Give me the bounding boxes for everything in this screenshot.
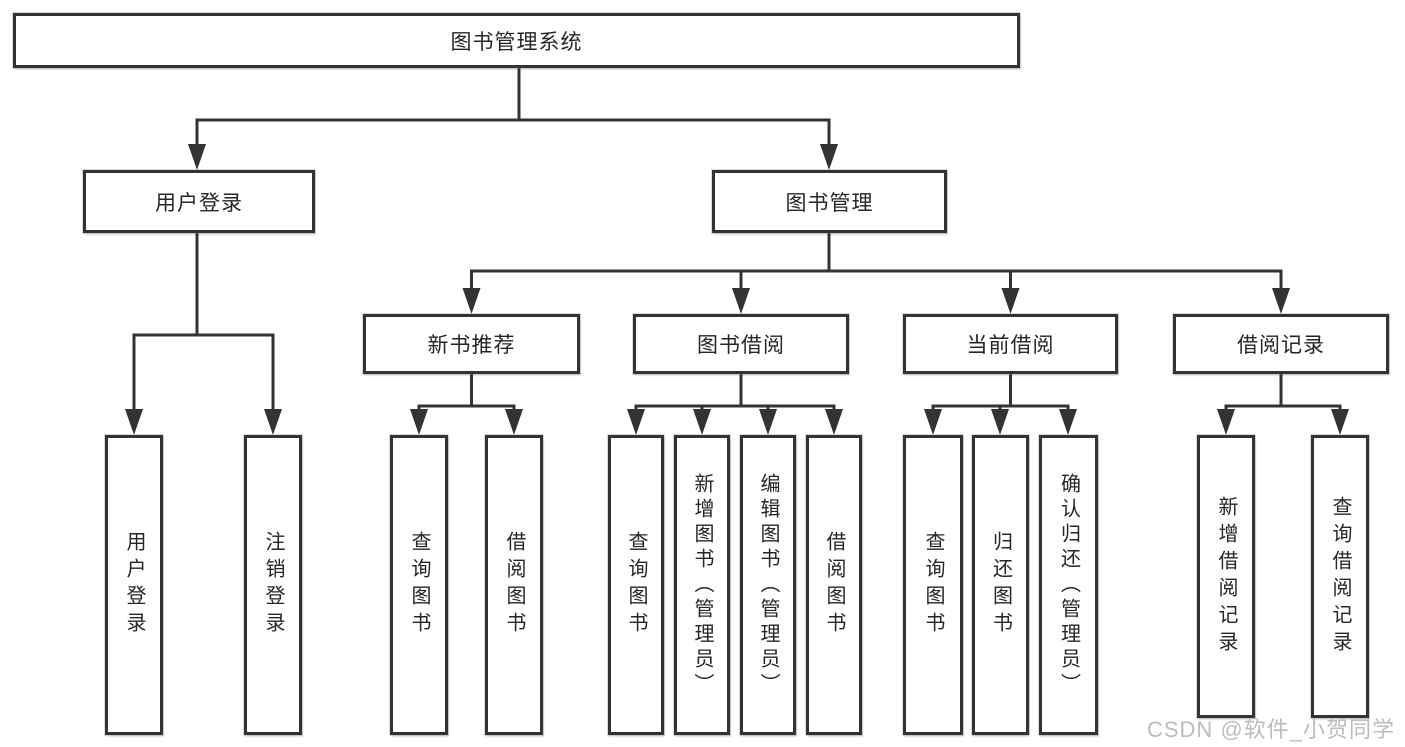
- leaf-query-books-recommend: 查询图书: [390, 435, 448, 735]
- leaf-label: 归还图书: [989, 531, 1012, 639]
- arrow-down-icon: [264, 409, 282, 435]
- leaf-query-borrow-record: 查询借阅记录: [1311, 435, 1369, 718]
- arrow-down-icon: [1001, 288, 1020, 314]
- arrow-down-icon: [505, 409, 523, 435]
- connectors-book-borrow-children: [627, 374, 843, 435]
- leaf-add-borrow-record: 新增借阅记录: [1197, 435, 1255, 718]
- arrow-down-icon: [991, 409, 1009, 435]
- arrow-down-icon: [462, 288, 481, 314]
- connectors-book-mgmt-to-level2: [462, 233, 1290, 314]
- leaf-label: 用户登录: [123, 531, 145, 639]
- leaf-query-books-current: 查询图书: [903, 435, 963, 735]
- leaf-logout-login: 注销登录: [244, 435, 302, 735]
- node-book-borrow: 图书借阅: [633, 314, 849, 374]
- arrow-down-icon: [825, 409, 843, 435]
- watermark: CSDN @软件_小贺同学: [1146, 717, 1395, 742]
- arrow-down-icon: [693, 409, 711, 435]
- leaf-label: 查询图书: [922, 531, 944, 639]
- leaf-label: 查询图书: [625, 531, 647, 639]
- connectors-user-login-children: [125, 233, 282, 435]
- arrow-down-icon: [1272, 288, 1290, 314]
- connectors-current-borrow-children: [924, 374, 1077, 435]
- connectors-new-book-children: [410, 374, 523, 435]
- leaf-confirm-return-admin: 确认归还（管理员）: [1039, 435, 1098, 735]
- leaf-label: 查询图书: [408, 531, 430, 639]
- arrow-down-icon: [759, 409, 777, 435]
- leaf-add-books-admin: 新增图书（管理员）: [674, 435, 730, 735]
- leaf-user-login: 用户登录: [105, 435, 163, 735]
- leaf-label: 新增图书（管理员）: [691, 472, 713, 698]
- arrow-down-icon: [627, 409, 645, 435]
- leaf-label: 查询借阅记录: [1329, 495, 1351, 658]
- arrow-down-icon: [410, 409, 428, 435]
- node-borrow-records: 借阅记录: [1173, 314, 1389, 374]
- node-new-book-recommend: 新书推荐: [363, 314, 580, 374]
- connectors-borrow-records-children: [1217, 374, 1349, 435]
- leaf-borrow-books-recommend: 借阅图书: [485, 435, 543, 735]
- arrow-down-icon: [125, 409, 143, 435]
- arrow-down-icon: [1217, 409, 1235, 435]
- node-book-management: 图书管理: [712, 170, 947, 233]
- leaf-label: 确认归还（管理员）: [1057, 472, 1080, 698]
- leaf-label: 注销登录: [262, 531, 284, 639]
- node-current-borrow: 当前借阅: [903, 314, 1118, 374]
- arrow-down-icon: [1059, 409, 1077, 435]
- leaf-label: 借阅图书: [823, 531, 845, 639]
- leaf-borrow-books-borrow: 借阅图书: [806, 435, 862, 735]
- connectors-root-to-level1: [188, 68, 838, 170]
- node-user-login: 用户登录: [83, 170, 315, 233]
- node-root: 图书管理系统: [13, 13, 1020, 68]
- leaf-query-books-borrow: 查询图书: [608, 435, 664, 735]
- arrow-down-icon: [820, 144, 838, 170]
- leaf-label: 借阅图书: [503, 531, 525, 639]
- arrow-down-icon: [188, 144, 206, 170]
- leaf-label: 新增借阅记录: [1215, 495, 1237, 658]
- arrow-down-icon: [1331, 409, 1349, 435]
- leaf-return-books: 归还图书: [972, 435, 1029, 735]
- arrow-down-icon: [732, 288, 750, 314]
- leaf-edit-books-admin: 编辑图书（管理员）: [740, 435, 796, 735]
- arrow-down-icon: [924, 409, 942, 435]
- leaf-label: 编辑图书（管理员）: [757, 472, 779, 698]
